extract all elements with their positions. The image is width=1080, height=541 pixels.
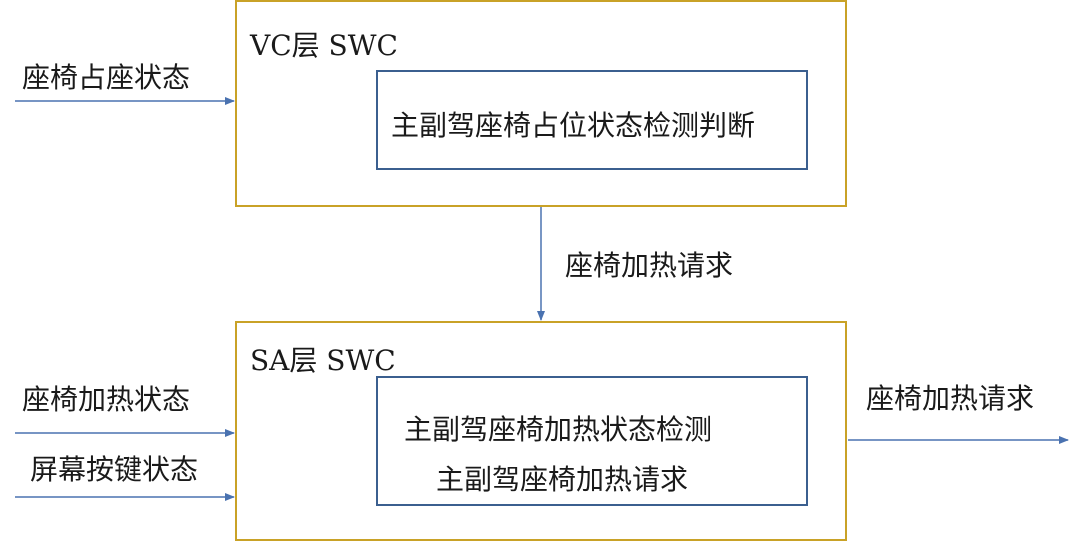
sa-function-box	[376, 376, 808, 506]
vc-layer-title: VC层 SWC	[250, 29, 398, 62]
sa-function-label-1: 主副驾座椅加热状态检测	[404, 413, 713, 446]
signal-label-occupancy: 座椅占座状态	[22, 61, 191, 94]
signal-label-heating-state: 座椅加热状态	[22, 383, 191, 416]
sa-function-label-2: 主副驾座椅加热请求	[436, 463, 689, 496]
signal-label-screen-button: 屏幕按键状态	[30, 453, 199, 486]
signal-label-output-request: 座椅加热请求	[866, 382, 1035, 415]
vc-function-box	[376, 70, 808, 170]
vc-function-label: 主副驾座椅占位状态检测判断	[391, 109, 756, 142]
vc-layer-box	[235, 0, 847, 207]
signal-label-internal-request: 座椅加热请求	[565, 249, 734, 282]
sa-layer-title: SA层 SWC	[250, 344, 396, 377]
sa-layer-box	[235, 321, 847, 541]
